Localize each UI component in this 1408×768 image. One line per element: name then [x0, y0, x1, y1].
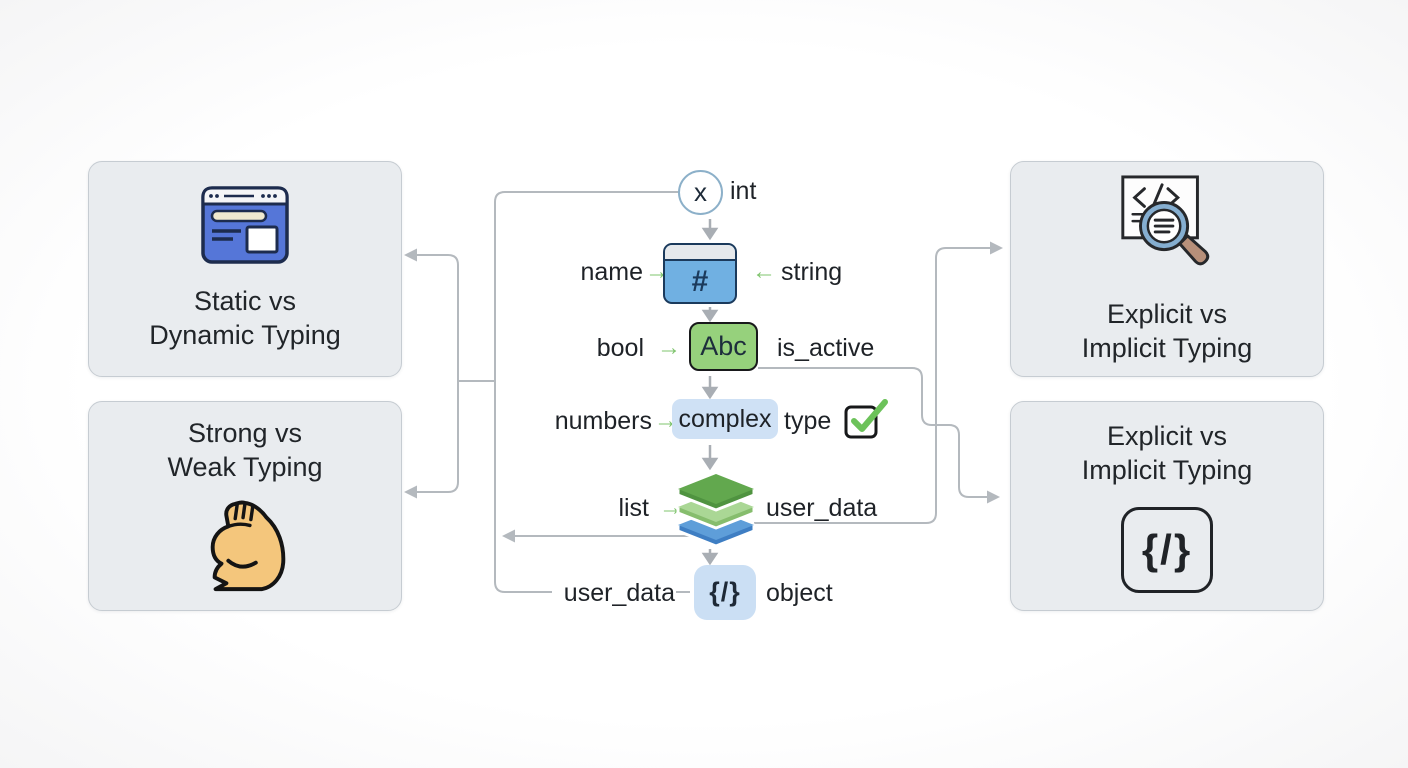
arrow-string-to-node: ←	[752, 258, 776, 285]
x-variable-node: x	[678, 170, 723, 215]
panel-static-vs-dynamic: Static vs Dynamic Typing	[88, 161, 402, 377]
panel-title: Strong vs Weak Typing	[167, 418, 323, 482]
object-braces-glyph: {/}	[709, 577, 741, 607]
down-arrow-3	[701, 376, 719, 400]
down-arrow-4	[701, 445, 719, 471]
complex-label: complex	[678, 404, 772, 433]
panel-strong-vs-weak: Strong vs Weak Typing	[88, 401, 402, 611]
label-user-data-2: user_data	[563, 579, 675, 607]
label-is-active: is_active	[777, 334, 875, 362]
label-string: string	[781, 258, 843, 286]
down-arrow-5	[701, 549, 719, 566]
connector-to-left-panels	[416, 254, 459, 493]
number-node-header	[665, 245, 735, 261]
number-type-node: #	[663, 243, 737, 304]
flexed-bicep-icon	[196, 498, 294, 596]
panel-title: Static vs Dynamic Typing	[149, 286, 341, 350]
checkbox-checked-icon	[844, 399, 888, 439]
label-object: object	[766, 579, 833, 607]
layers-stack-icon	[676, 474, 756, 546]
browser-window-icon	[201, 186, 289, 264]
label-numbers: numbers	[554, 407, 652, 435]
label-type: type	[784, 407, 832, 435]
panel-title: Explicit vs Implicit Typing	[1081, 421, 1253, 485]
complex-type-highlight: complex	[672, 399, 778, 439]
panel-explicit-vs-implicit-bottom: Explicit vs Implicit Typing {/}	[1010, 401, 1324, 611]
label-bool: bool	[596, 334, 644, 362]
code-search-icon	[1113, 173, 1221, 283]
arrow-bool-to-node: →	[657, 334, 681, 361]
panel-explicit-vs-implicit-top: Explicit vs Implicit Typing	[1010, 161, 1324, 377]
x-variable-label: x	[694, 177, 707, 207]
label-list: list	[618, 494, 649, 522]
connector-arrowheads	[404, 241, 1003, 543]
label-user-data: user_data	[766, 494, 878, 522]
panel-title: Explicit vs Implicit Typing	[1081, 299, 1253, 363]
connector-abc-to-bottom-right	[758, 367, 988, 498]
hash-glyph: #	[691, 265, 709, 298]
abc-type-node: Abc	[689, 322, 758, 371]
down-arrow-2	[701, 307, 719, 323]
connector-x-to-object-row	[494, 191, 679, 593]
object-braces-node: {/}	[694, 565, 756, 620]
label-name: name	[580, 258, 643, 286]
label-int: int	[730, 177, 757, 205]
connector-stack-to-top-right	[754, 247, 991, 524]
flow-down-arrows	[701, 219, 719, 566]
down-arrow-1	[701, 219, 719, 241]
abc-glyph: Abc	[700, 331, 747, 361]
code-braces-icon: {/}	[1121, 507, 1213, 593]
